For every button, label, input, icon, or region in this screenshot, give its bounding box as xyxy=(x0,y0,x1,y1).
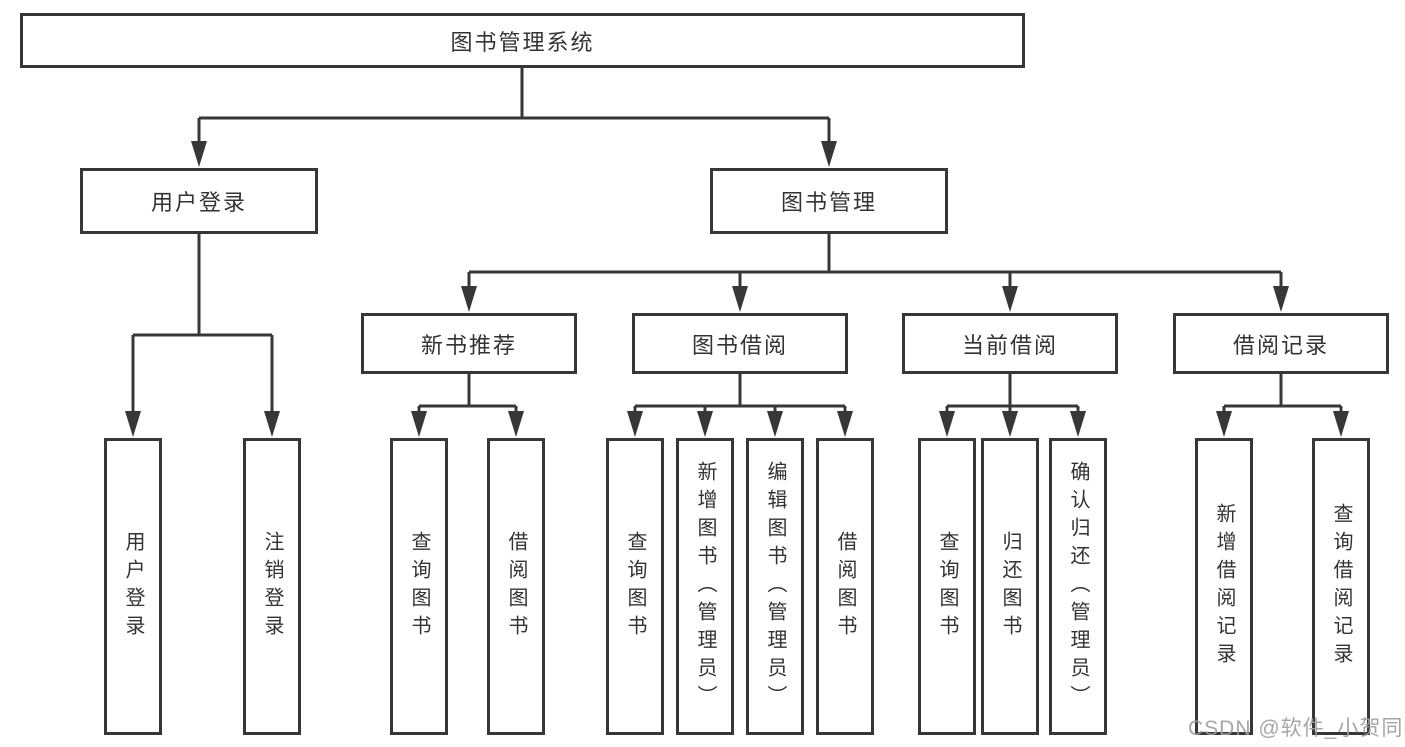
node-label: 借阅图书 xyxy=(505,530,527,643)
node-label: 用户登录 xyxy=(150,190,247,215)
node-new-book-recommendation: 新书推荐 xyxy=(361,313,577,374)
node-label: 当前借阅 xyxy=(961,332,1058,358)
node-label: 新书推荐 xyxy=(420,332,517,358)
leaf-edit-books-admin: 编辑图书（管理员） xyxy=(746,438,804,735)
node-label: 图书借阅 xyxy=(691,332,788,358)
leaf-query-books-borrow: 查询图书 xyxy=(606,438,664,735)
node-current-borrowing: 当前借阅 xyxy=(902,313,1118,374)
node-label: 确认归还（管理员） xyxy=(1067,460,1089,713)
node-label: 归还图书 xyxy=(999,530,1021,643)
leaf-borrow-books-recommend: 借阅图书 xyxy=(487,438,545,735)
leaf-add-books-admin: 新增图书（管理员） xyxy=(676,438,734,735)
node-label: 注销登录 xyxy=(261,530,283,643)
node-label: 借阅图书 xyxy=(834,530,856,643)
leaf-user-login: 用户登录 xyxy=(104,438,162,735)
leaf-borrow-books: 借阅图书 xyxy=(816,438,874,735)
node-borrowing-records: 借阅记录 xyxy=(1173,313,1389,374)
node-label: 新增图书（管理员） xyxy=(694,460,716,713)
node-label: 用户登录 xyxy=(122,530,144,643)
node-label: 图书管理 xyxy=(780,190,877,215)
node-label: 图书管理系统 xyxy=(450,29,595,55)
arrowheads xyxy=(125,141,1349,437)
csdn-watermark: CSDN @软件_小贺同学 xyxy=(1188,717,1405,740)
node-label: 查询图书 xyxy=(408,530,430,643)
node-label: 借阅记录 xyxy=(1232,332,1329,358)
leaf-query-borrow-record: 查询借阅记录 xyxy=(1312,438,1370,735)
leaf-return-books: 归还图书 xyxy=(981,438,1039,735)
leaf-query-books-recommend: 查询图书 xyxy=(390,438,448,735)
leaf-logout: 注销登录 xyxy=(243,438,301,735)
node-label: 查询图书 xyxy=(936,530,958,643)
leaf-query-books-current: 查询图书 xyxy=(918,438,976,735)
node-library-management-system: 图书管理系统 xyxy=(20,13,1025,68)
node-label: 查询图书 xyxy=(624,530,646,643)
node-label: 查询借阅记录 xyxy=(1330,502,1352,671)
node-book-management: 图书管理 xyxy=(710,168,948,234)
node-book-borrowing: 图书借阅 xyxy=(632,313,848,374)
node-user-login: 用户登录 xyxy=(80,168,318,234)
leaf-confirm-return-admin: 确认归还（管理员） xyxy=(1049,438,1107,735)
node-label: 新增借阅记录 xyxy=(1213,502,1235,671)
leaf-add-borrow-record: 新增借阅记录 xyxy=(1195,438,1253,735)
node-label: 编辑图书（管理员） xyxy=(764,460,786,713)
